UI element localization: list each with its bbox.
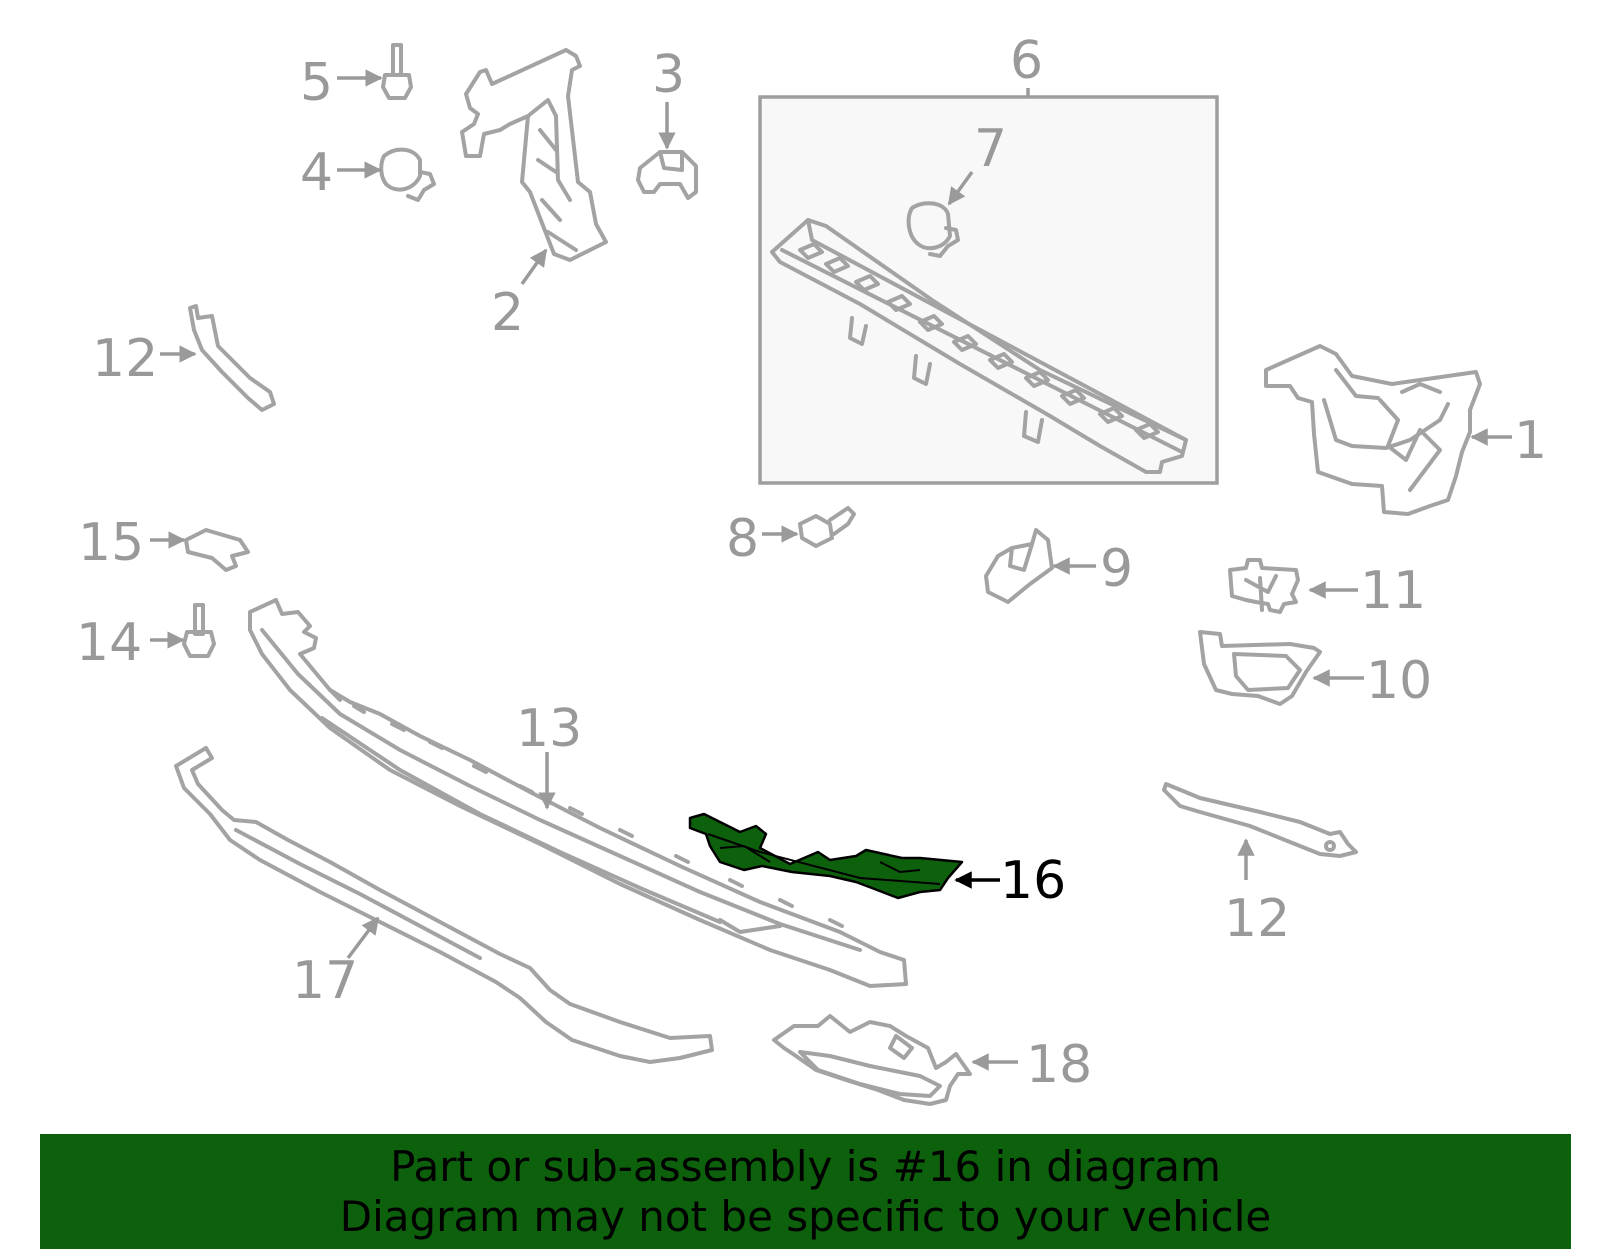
part-16-bracket-highlighted [688,812,964,900]
callout-5: 5 [300,53,333,113]
leader-7 [947,170,974,206]
part-12-upper-strip [188,304,276,412]
callout-17: 17 [292,951,358,1011]
banner-line-part-number: Part or sub-assembly is #16 in diagram [390,1142,1221,1191]
leader-2 [520,248,548,286]
callout-6: 6 [1010,31,1043,91]
part-15-clip [184,528,250,572]
callout-3: 3 [652,45,685,105]
part-3-bracket [636,150,698,200]
callout-9: 9 [1100,539,1133,599]
part-4-clip [379,147,436,202]
part-6-reinforcement-beam [770,218,1188,474]
part-10-bracket [1198,630,1322,706]
part-5-bolt [381,43,413,100]
callout-10: 10 [1366,651,1432,711]
callout-15: 15 [78,513,144,573]
part-2-bracket [460,48,608,262]
part-7-clip [906,201,960,258]
callout-4: 4 [300,143,333,203]
callout-12-upper: 12 [92,329,158,389]
callout-14: 14 [76,613,142,673]
info-banner: Part or sub-assembly is #16 in diagram D… [40,1134,1571,1249]
banner-line-disclaimer: Diagram may not be specific to your vehi… [339,1192,1272,1241]
callout-12-lower: 12 [1224,889,1290,949]
part-9-bracket [984,528,1054,604]
callout-1: 1 [1514,411,1547,471]
callout-18: 18 [1026,1035,1092,1095]
part-8-bolt [798,506,856,548]
part-18-fog-lamp-bracket [772,1014,972,1106]
part-17-lower-strip [174,746,714,1064]
part-12-lower-strip [1162,782,1358,858]
callout-11: 11 [1360,561,1426,621]
callout-8: 8 [726,509,759,569]
callout-16: 16 [1000,851,1066,911]
part-1-bracket [1264,344,1482,516]
callout-13: 13 [516,699,582,759]
part-11-bracket [1228,558,1300,614]
callout-2: 2 [491,283,524,343]
part-14-bolt [182,603,216,658]
leader-17 [346,916,380,960]
part-13-lower-trim [248,598,908,988]
callout-7: 7 [974,119,1007,179]
